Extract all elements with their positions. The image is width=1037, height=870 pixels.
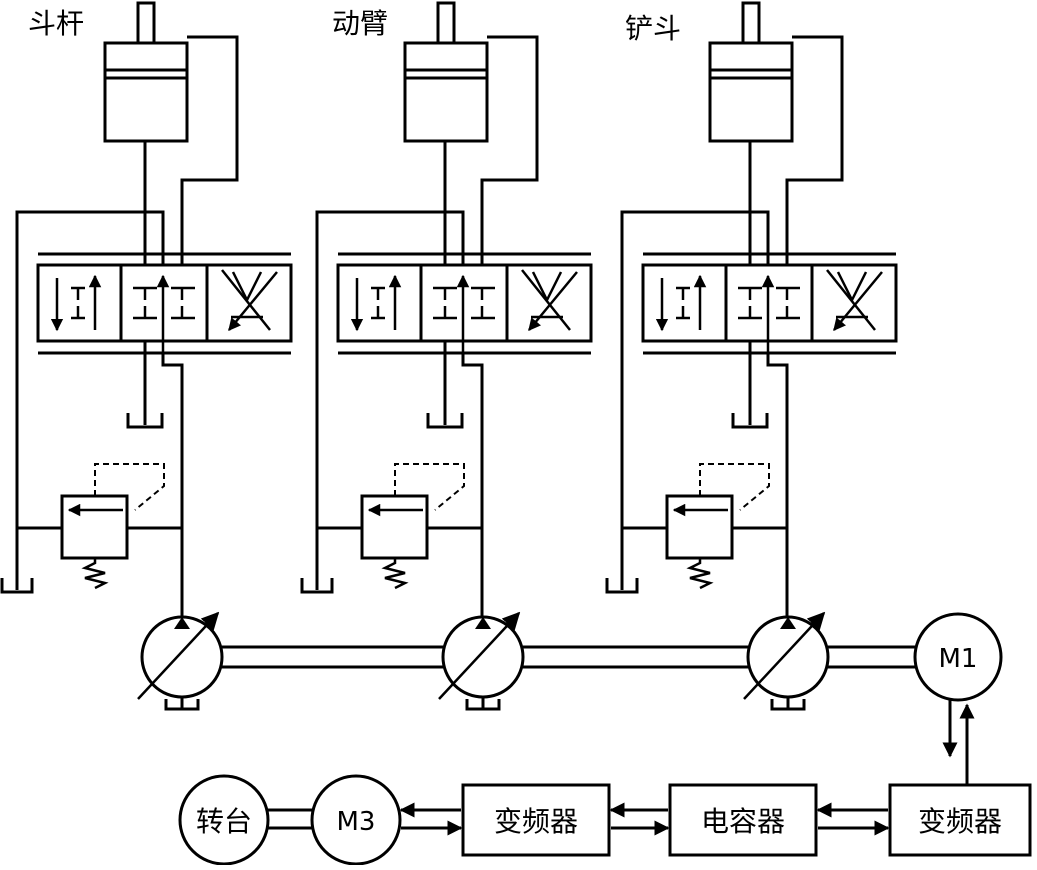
drive-shaft: [222, 645, 915, 669]
motor-m3-label: M3: [337, 807, 376, 837]
label-bucket: 铲斗: [625, 12, 681, 45]
pump-arm: [138, 613, 222, 709]
turntable-label: 转台: [196, 805, 252, 838]
pump-boom: [439, 613, 523, 709]
capacitor-box: [668, 783, 818, 857]
motor-m3: [310, 774, 402, 866]
label-arm: 斗杆: [28, 7, 84, 40]
inverter-right-label: 变频器: [918, 805, 1002, 838]
inverter-left-label: 变频器: [494, 805, 578, 838]
inverter-right-box: [888, 783, 1032, 857]
branch-boom: [302, 3, 591, 617]
branch-arm: [2, 3, 291, 617]
inverter-left-box: [461, 783, 611, 857]
motor-m1: [913, 612, 1003, 702]
branch-bucket: [607, 3, 896, 617]
label-boom: 动臂: [332, 7, 388, 40]
turntable: [178, 774, 270, 866]
motor-m1-label: M1: [939, 644, 978, 674]
pump-bucket: [744, 613, 828, 709]
capacitor-label: 电容器: [701, 805, 785, 838]
